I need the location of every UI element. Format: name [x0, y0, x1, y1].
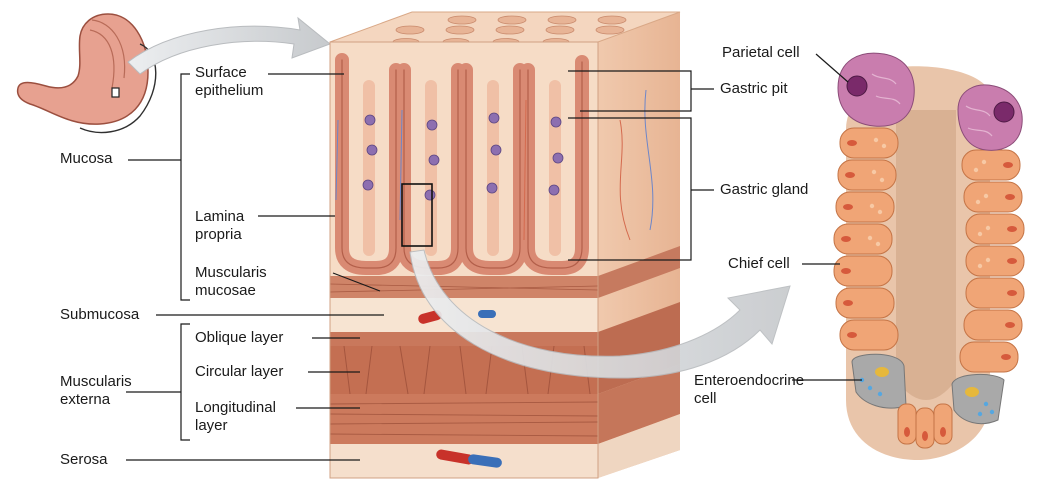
longitudinal-layer-band: [330, 394, 598, 444]
mucosa-capillaries: [335, 89, 654, 241]
label-muscularis-mucosae: Muscularis mucosae: [195, 264, 267, 299]
label-surface-epithelium: Surface epithelium: [195, 64, 264, 99]
label-enteroendocrine-cell: Enteroendocrine cell: [694, 372, 805, 407]
label-serosa: Serosa: [60, 451, 108, 468]
oblique-layer-band: [330, 332, 598, 346]
label-submucosa: Submucosa: [60, 306, 140, 323]
label-mucosa: Mucosa: [60, 150, 113, 167]
chief-cells-left: [833, 127, 899, 351]
label-lamina-propria: Lamina propria: [195, 208, 245, 243]
chief-cell-nuclei: [841, 140, 1017, 360]
submucosa-artery: [418, 310, 442, 324]
label-oblique-layer: Oblique layer: [195, 329, 284, 346]
gland-lumen: [896, 110, 956, 400]
serosa-artery: [436, 449, 474, 465]
gland-parietal-cells: [362, 112, 564, 201]
gland-base-cells: [897, 403, 953, 449]
gland-zoom-box: [401, 183, 433, 247]
zoom-arrow-bottom: [409, 249, 791, 379]
enlarged-gastric-gland: [833, 52, 1025, 460]
label-gastric-pit: Gastric pit: [720, 80, 788, 97]
label-circular-layer: Circular layer: [195, 363, 284, 380]
gastric-glands: [335, 53, 589, 275]
chief-cells-right: [959, 149, 1025, 373]
submucosa-vein: [478, 310, 496, 318]
label-gastric-gland: Gastric gland: [720, 181, 809, 198]
tissue-block: [329, 11, 681, 479]
serosa-vein: [468, 454, 502, 468]
chief-cell-granules: [867, 137, 991, 269]
label-chief-cell: Chief cell: [728, 255, 790, 272]
leader-lines: [126, 53, 862, 461]
label-muscularis-externa: Muscularis externa: [60, 373, 132, 408]
label-longitudinal-layer: Longitudinal layer: [195, 399, 276, 434]
enteroendocrine-cells: [851, 353, 1005, 425]
label-parietal-cell: Parietal cell: [722, 44, 800, 61]
parietal-cells-enlarged: [837, 52, 1023, 151]
stomach-icon: [16, 13, 157, 134]
